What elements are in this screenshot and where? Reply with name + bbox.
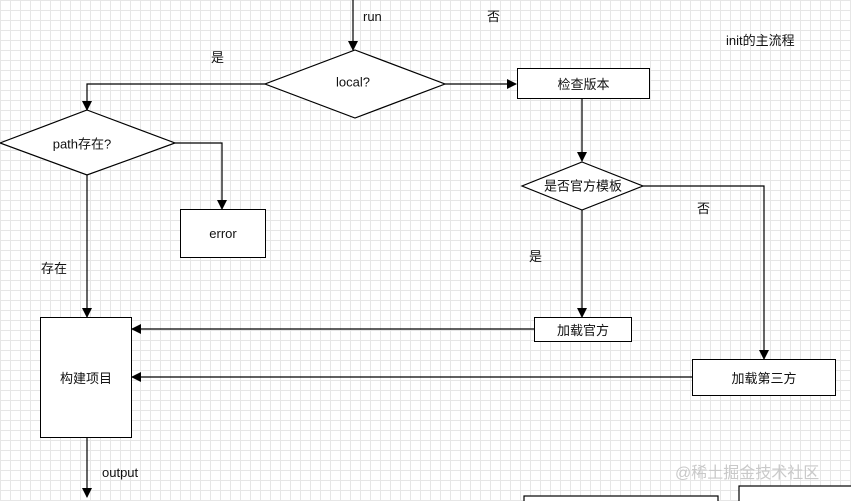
local-yes-label: 是 (211, 50, 225, 65)
partial-box-bottom-right (738, 485, 851, 501)
error-box: error (180, 209, 266, 258)
edge-official-no-to-load-third (643, 185, 769, 360)
run-label: run (363, 9, 382, 24)
edge-path-to-error (175, 142, 227, 210)
edge-local-yes-to-path (82, 83, 265, 111)
load-third-party-box: 加载第三方 (692, 359, 836, 396)
build-project-box: 构建项目 (40, 317, 132, 438)
check-version-box: 检查版本 (517, 68, 650, 99)
decision-local-label: local? (336, 74, 370, 90)
output-label: output (102, 465, 139, 480)
load-official-box: 加载官方 (534, 317, 632, 342)
top-no-label: 否 (487, 9, 501, 24)
watermark-text: @稀土掘金技术社区 (675, 465, 820, 482)
diagram-title: init的主流程 (726, 33, 795, 48)
decision-official-label: 是否官方模板 (543, 178, 623, 194)
partial-box-bottom-middle (523, 495, 719, 501)
path-exists-label: 存在 (41, 261, 68, 276)
official-no-label: 否 (697, 201, 711, 216)
decision-local (263, 49, 447, 119)
decision-path-label: path存在? (52, 136, 112, 152)
official-yes-label: 是 (529, 249, 543, 264)
